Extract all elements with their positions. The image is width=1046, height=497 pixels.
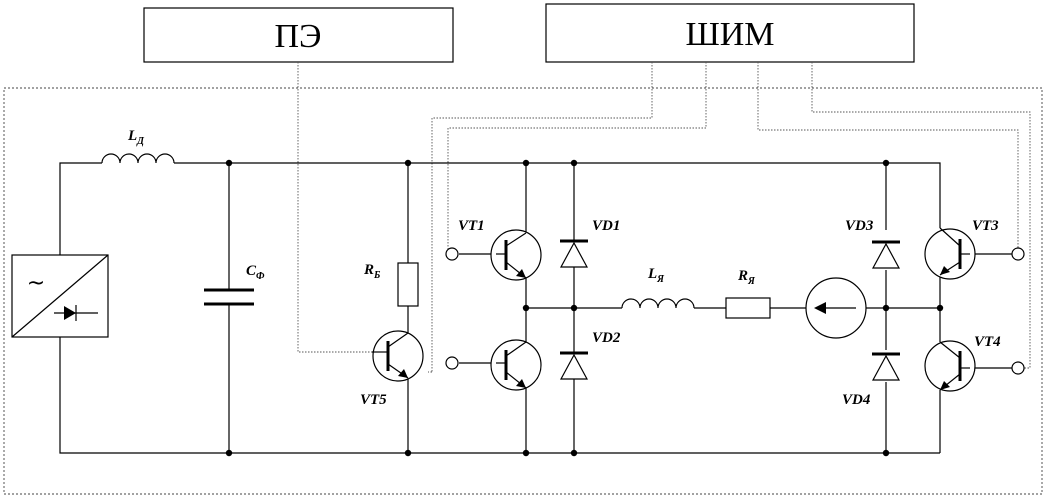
rb-label: RБ [363, 262, 381, 281]
vd3-label: VD3 [845, 218, 874, 234]
ld-label: LД [127, 128, 145, 147]
cf-label: CФ [246, 263, 265, 282]
diode-symbol-icon [64, 306, 76, 320]
transistor-vt2 [490, 339, 542, 391]
motor-emf-source [805, 277, 867, 339]
rya-label: RЯ [737, 268, 756, 287]
control-lines [297, 62, 1031, 373]
vd2-label: VD2 [592, 330, 621, 346]
resistor-rb [397, 262, 419, 307]
inductor-lya [621, 298, 695, 309]
system-boundary-frame [3, 87, 1043, 495]
diode-vd4 [871, 352, 901, 381]
transistor-vt4 [924, 340, 976, 392]
junction-dots [225, 159, 944, 457]
resistor-rya [725, 297, 771, 319]
diode-vd3 [871, 240, 901, 269]
vd1-label: VD1 [592, 218, 620, 234]
transistor-vt5 [372, 330, 424, 382]
transistor-vt1 [490, 229, 542, 281]
power-wiring [59, 162, 1012, 454]
pe-block-label: ПЭ [275, 18, 322, 55]
vd4-label: VD4 [842, 392, 871, 408]
transistor-vt3 [924, 227, 976, 280]
shim-block-label: ШИМ [685, 16, 774, 53]
vt1-label: VT1 [458, 218, 485, 234]
vt4-label: VT4 [974, 334, 1001, 350]
lya-label: LЯ [647, 266, 665, 285]
diode-vd1 [559, 239, 589, 268]
inductor-ld [101, 153, 175, 164]
vt3-label: VT3 [972, 218, 999, 234]
shim-block: ШИМ [545, 3, 915, 63]
vt5-label: VT5 [360, 392, 387, 408]
ac-symbol: ~ [27, 271, 45, 296]
diode-vd2 [559, 351, 589, 380]
pe-block: ПЭ [143, 7, 454, 63]
arrow-left-icon [814, 302, 826, 314]
rectifier-source: ~ [11, 254, 109, 338]
control-terminals [445, 247, 1025, 375]
capacitor-cf [204, 288, 254, 306]
